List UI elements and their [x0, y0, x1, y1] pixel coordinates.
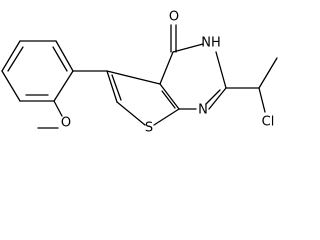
molecule-structure: O NH N S Cl O	[1, 10, 278, 136]
bond	[7, 46, 24, 72]
bond	[53, 100, 63, 117]
bond	[159, 51, 174, 85]
nitrogen-label: N	[198, 103, 208, 118]
bond	[106, 70, 161, 85]
bond	[208, 87, 227, 110]
bond	[106, 70, 118, 103]
bonds	[1, 24, 278, 129]
bond	[55, 40, 74, 72]
bond	[111, 74, 122, 101]
bond	[52, 46, 68, 72]
sulfur-label: S	[145, 121, 153, 136]
bond	[153, 108, 180, 126]
oxygen-methoxy-label: O	[61, 116, 71, 131]
bond	[1, 40, 21, 72]
oxygen-carbonyl-label: O	[169, 10, 179, 25]
bond	[1, 70, 21, 102]
nh-label: NH	[201, 36, 221, 51]
bond	[215, 51, 227, 89]
bond	[258, 57, 278, 89]
atom-labels: O NH N S Cl O	[61, 10, 274, 136]
bond	[116, 101, 146, 126]
bond	[53, 70, 74, 102]
bond	[159, 83, 180, 110]
bond	[258, 87, 266, 113]
bond	[205, 89, 221, 105]
bond	[172, 43, 204, 53]
chlorine-label: Cl	[262, 115, 275, 130]
bond	[161, 90, 176, 109]
molecule-canvas: O NH N S Cl O	[1, 9, 278, 136]
